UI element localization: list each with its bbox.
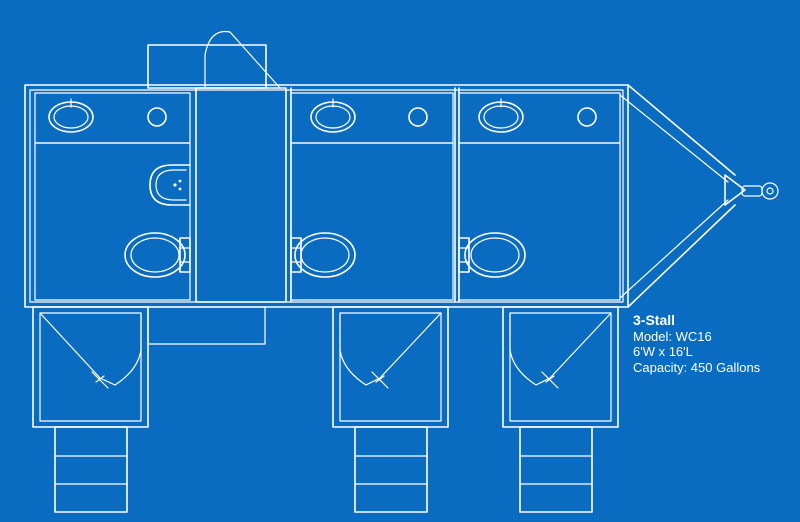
- trailer-outer-wall: [24, 84, 629, 308]
- stall-floor: [34, 142, 191, 301]
- hitch-coupler: [724, 174, 746, 206]
- door-swing-icon: [39, 312, 142, 386]
- porch-inner: [339, 312, 442, 422]
- counter: [290, 92, 454, 144]
- trash-bin-icon: [577, 107, 597, 127]
- porch-inner: [509, 312, 612, 422]
- sink-icon: [478, 98, 524, 133]
- stall-3: [458, 92, 621, 301]
- trash-bin-icon: [147, 107, 167, 127]
- hitch-icon: [741, 182, 779, 200]
- stall-floor: [458, 142, 621, 301]
- sink-icon: [310, 98, 356, 133]
- door-handle: [91, 371, 109, 389]
- spec-block: 3-Stall Model: WC16 6'W x 16'L Capacity:…: [633, 312, 761, 375]
- counter: [34, 92, 191, 144]
- spec-title: 3-Stall: [633, 312, 676, 328]
- urinal-icon: [149, 164, 191, 206]
- steps-icon: [519, 426, 593, 513]
- tongue-hitch: [619, 84, 779, 308]
- steps-icon: [354, 426, 428, 513]
- trailer-body: [24, 84, 629, 308]
- rear-service-box: [147, 306, 266, 345]
- toilet-icon: [290, 232, 356, 278]
- door-swing-icon: [204, 30, 281, 89]
- entry-porch-3: [502, 306, 619, 513]
- trash-bin-icon: [408, 107, 428, 127]
- stall-2: [290, 92, 454, 301]
- entry-porch-1: [32, 306, 149, 513]
- door-swing-icon: [509, 312, 612, 386]
- toilet-icon: [124, 232, 191, 278]
- spec-model: Model: WC16: [633, 328, 712, 344]
- tongue-frame: [627, 84, 736, 308]
- sink-icon: [48, 98, 94, 133]
- door-swing-icon: [339, 312, 442, 386]
- porch-inner: [39, 312, 142, 422]
- door-handle: [541, 371, 559, 389]
- stall-1: [34, 92, 191, 301]
- door-vestibule: [147, 44, 267, 89]
- steps-icon: [54, 426, 128, 513]
- front-door: [147, 30, 281, 89]
- spec-dimensions: 6'W x 16'L: [633, 344, 693, 359]
- trailer-inner-wall: [29, 89, 624, 303]
- toilet-icon: [458, 232, 526, 278]
- spec-capacity: Capacity: 450 Gallons: [633, 359, 761, 375]
- tongue-frame-inner: [619, 94, 729, 299]
- door-handle: [371, 371, 389, 389]
- center-corridor: [195, 87, 287, 303]
- entry-porch-2: [332, 306, 449, 513]
